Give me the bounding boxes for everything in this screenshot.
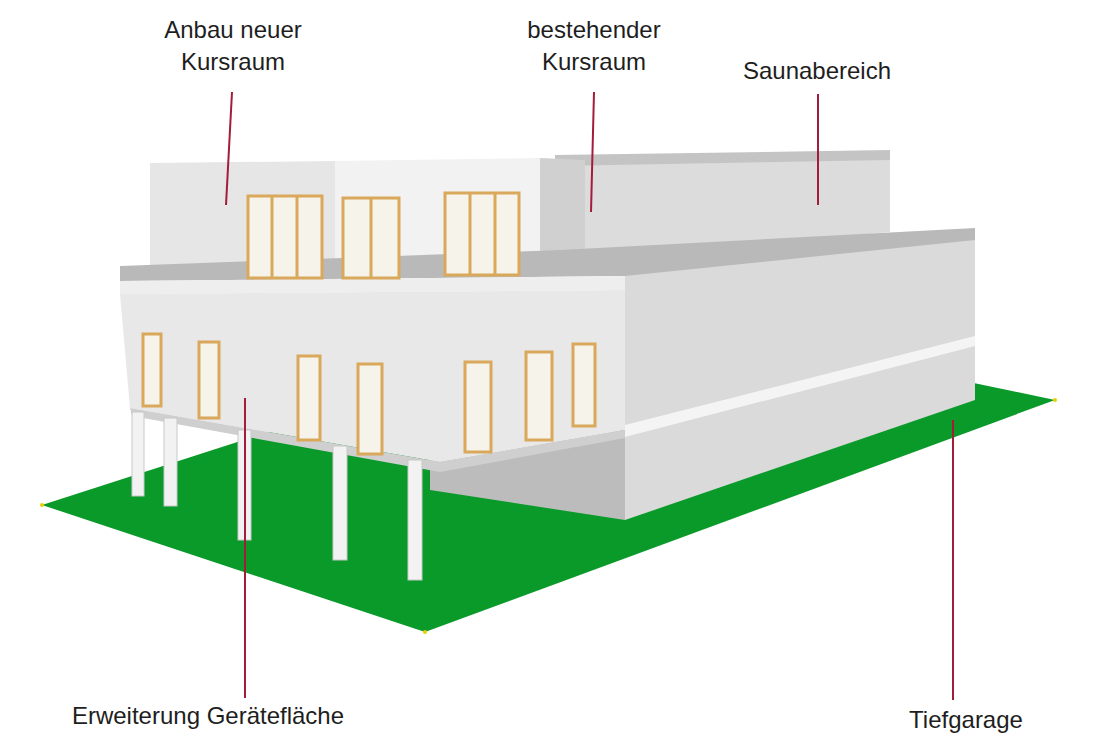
windows xyxy=(143,193,595,454)
equipment-extension xyxy=(120,290,625,462)
garage-block xyxy=(625,232,975,520)
part-label: Saunabereich xyxy=(743,55,891,87)
part-label: Erweiterung Gerätefläche xyxy=(72,700,344,732)
part-label: bestehender Kursraum xyxy=(504,14,684,79)
leader-lines xyxy=(226,92,953,700)
part-label: Anbau neuer Kursraum xyxy=(143,14,323,79)
part-label: Tiefgarage xyxy=(909,704,1023,736)
